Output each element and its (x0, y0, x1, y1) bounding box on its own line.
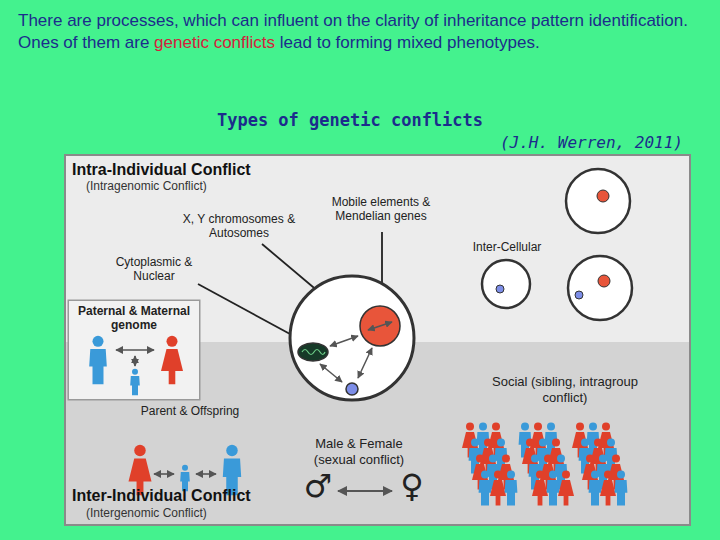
person-figure (589, 470, 602, 505)
intro-text: There are processes, which can influent … (18, 10, 688, 54)
citation: (J.H. Werren, 2011) (440, 133, 683, 152)
person-figure (505, 470, 518, 505)
cell-figure (290, 276, 414, 400)
figure-title: Types of genetic conflicts (150, 110, 550, 130)
node-heading: Inter-Individual Conflict (72, 486, 683, 505)
person-figure (547, 470, 560, 505)
genome-box-fill (68, 300, 200, 400)
person-figure (600, 470, 616, 505)
people-figures (89, 336, 627, 506)
conflict-band: Intra-Individual Conflict(Intragenomic C… (66, 156, 689, 342)
part-label: Parent & Offspring (120, 404, 260, 418)
person-figure (490, 470, 506, 505)
part-label: Social (sibling, intragroup conflict) (490, 374, 640, 405)
node-subtitle: (Intragenomic Conflict) (72, 179, 683, 193)
part-label: Male & Female (sexual conflict) (298, 436, 420, 467)
sexual-conflict-arrow (338, 490, 392, 492)
sex-symbol: ♂ (300, 470, 336, 502)
part-label: Cytoplasmic & Nuclear (108, 255, 200, 284)
person-figure (479, 470, 492, 505)
person-figure (89, 336, 107, 384)
part-label: Inter-Cellular (462, 240, 552, 254)
conflict-arrow (116, 349, 154, 351)
conflict-arrow (154, 473, 174, 475)
genome-box: Paternal & Maternal genome (68, 300, 200, 400)
person-figure (615, 470, 628, 505)
person-figure (180, 465, 190, 491)
person-figure (130, 369, 140, 395)
intro-sentence: lead to forming mixed phenotypes. (280, 33, 540, 52)
node-heading: Intra-Individual Conflict (72, 160, 683, 179)
conflict-arrow (134, 356, 136, 366)
sex-symbol: ♀ (394, 470, 430, 502)
person-figure (161, 336, 183, 384)
part-label: X, Y chromosomes & Autosomes (180, 212, 298, 241)
conflict-band: Inter-Individual Conflict(Intergenomic C… (66, 342, 689, 524)
node-subtitle: (Intergenomic Conflict) (72, 506, 683, 520)
person-figure (532, 470, 548, 505)
person-figure (558, 470, 574, 505)
intro-sentence: genetic conflicts (154, 33, 275, 52)
node-heading: Paternal & Maternal genome (73, 304, 195, 333)
part-label: Mobile elements & Mendelian genes (325, 195, 437, 224)
figure-panel (65, 155, 690, 525)
conflict-arrow (196, 473, 216, 475)
